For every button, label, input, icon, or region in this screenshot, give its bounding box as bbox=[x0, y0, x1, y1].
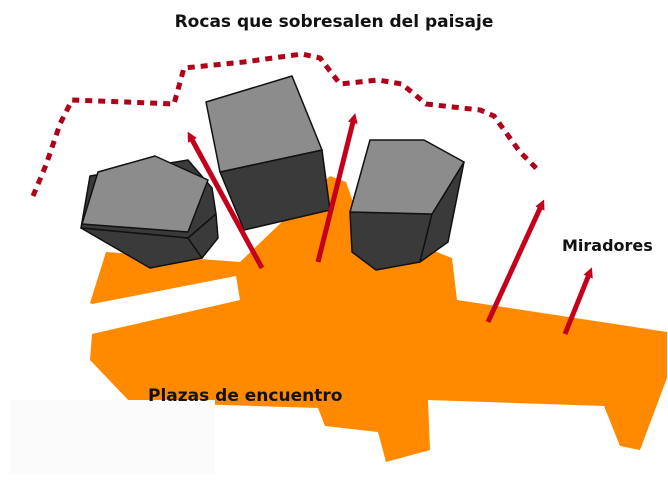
miradores-label: Miradores bbox=[562, 236, 653, 255]
rock-right bbox=[349, 139, 465, 271]
plazas-label: Plazas de encuentro bbox=[148, 386, 343, 406]
rock-skyline-dotted-line bbox=[30, 51, 542, 197]
rocks-label: Rocas que sobresalen del paisaje bbox=[174, 12, 494, 32]
rock-right-top bbox=[349, 139, 465, 215]
rock-left-top bbox=[81, 155, 209, 233]
arrows-group bbox=[187, 113, 593, 335]
rock-middle-top bbox=[205, 75, 323, 173]
rock-left bbox=[80, 155, 219, 269]
mirador-arrow-1 bbox=[187, 131, 265, 270]
faded-corner bbox=[10, 400, 215, 474]
rock-middle bbox=[205, 75, 331, 231]
rock-left-right bbox=[187, 213, 219, 259]
orange-terrain-platform bbox=[90, 176, 667, 462]
mirador-arrow-3 bbox=[485, 199, 545, 324]
mirador-arrow-4 bbox=[562, 267, 593, 335]
mirador-arrow-2 bbox=[315, 113, 358, 263]
